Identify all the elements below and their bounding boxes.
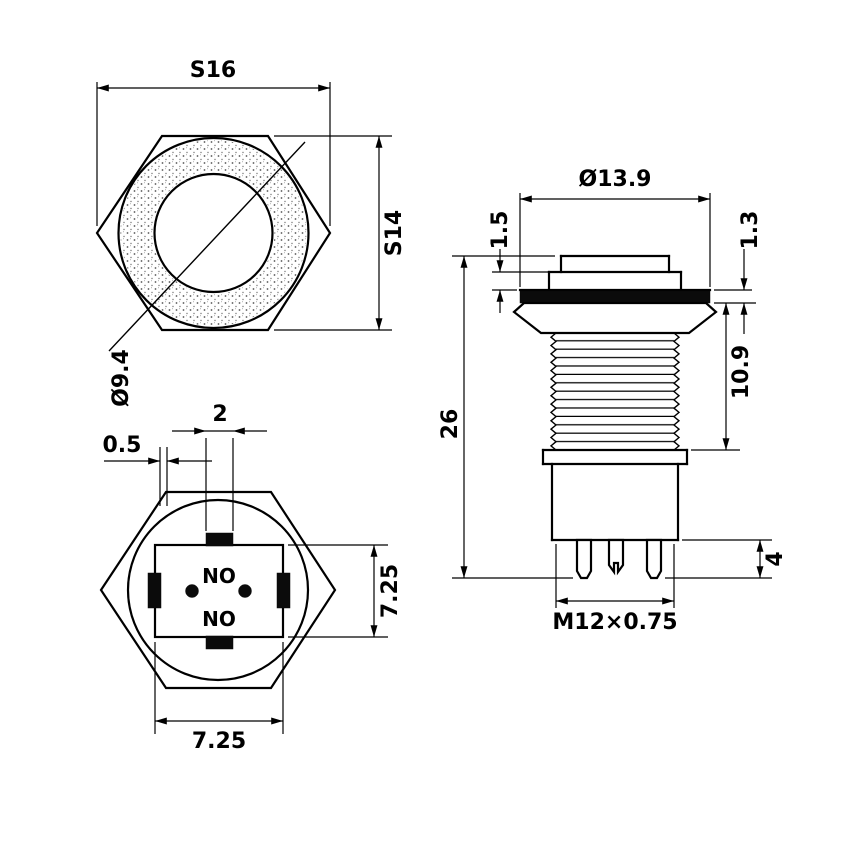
thread-zigzag-left [549, 332, 558, 451]
led-ring-stipple [120, 140, 307, 326]
no-label-top: NO [202, 564, 236, 588]
dim-flange-thickness-label: 1.3 [738, 211, 763, 250]
pin-right [645, 538, 663, 580]
bezel-outer-circle [117, 136, 310, 330]
pin-left [575, 538, 593, 580]
bezel-inner-circle [153, 172, 274, 294]
hex-nut-profile [512, 301, 718, 335]
pin-center [607, 538, 625, 576]
front-view: Ø9.4 S16 S14 [95, 58, 407, 407]
dim-pin-length-label: 4 [763, 551, 788, 566]
dim-terminal-width-label: 2 [212, 402, 227, 427]
thread-section [556, 333, 674, 450]
dim-terminal-thickness-label: 0.5 [103, 433, 142, 458]
back-body-circle [126, 498, 310, 682]
no-label-bottom: NO [202, 607, 236, 631]
back-view: NO NO 2 0.5 7.25 7.25 [99, 402, 403, 754]
terminal-bottom [205, 635, 234, 650]
dim-width-label: S16 [190, 58, 236, 83]
back-hex-outline [99, 490, 337, 690]
dim-cap-height-label: 1.5 [488, 211, 513, 250]
dim-thread-spec-label: M12×0.75 [552, 610, 677, 635]
terminal-top [205, 532, 234, 547]
dim-thread-length-label: 10.9 [729, 345, 754, 399]
side-view: Ø13.9 1.5 1.3 10.9 26 4 M12×0.75 [438, 167, 788, 635]
contact-dot-left [185, 584, 199, 598]
front-hex-outline [95, 134, 332, 332]
contact-dot-right [238, 584, 252, 598]
thread-zigzag-right [672, 332, 681, 451]
dim-total-height-label: 26 [438, 409, 463, 440]
ring-diameter-leader-line [108, 141, 306, 352]
bezel-band [519, 290, 711, 304]
dim-head-diameter-label: Ø13.9 [579, 167, 652, 192]
dim-block-width-label: 7.25 [192, 729, 246, 754]
terminal-right [276, 572, 291, 609]
terminal-left [147, 572, 162, 609]
dim-height-label: S14 [382, 210, 407, 256]
dim-ring-diameter-label: Ø9.4 [109, 349, 134, 407]
dim-block-height-label: 7.25 [378, 564, 403, 618]
